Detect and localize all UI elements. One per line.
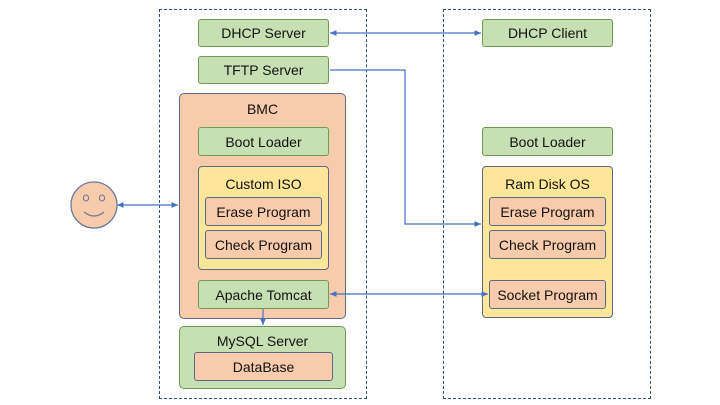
bmc-boot-loader-label: Boot Loader bbox=[225, 133, 302, 150]
database-node: DataBase bbox=[194, 352, 333, 381]
socket-program-label: Socket Program bbox=[497, 286, 598, 303]
bmc-boot-loader-node: Boot Loader bbox=[198, 127, 329, 156]
dhcp-server-label: DHCP Server bbox=[221, 25, 306, 41]
apache-tomcat-label: Apache Tomcat bbox=[215, 286, 312, 303]
socket-program-node: Socket Program bbox=[489, 280, 606, 309]
dhcp-server-node: DHCP Server bbox=[198, 19, 329, 47]
bmc-erase-program-node: Erase Program bbox=[205, 197, 322, 226]
client-check-program-label: Check Program bbox=[498, 236, 597, 253]
database-label: DataBase bbox=[232, 358, 295, 375]
smiley-face-icon bbox=[70, 181, 118, 229]
client-check-program-node: Check Program bbox=[489, 230, 606, 259]
bmc-title: BMC bbox=[246, 101, 279, 117]
client-erase-program-label: Erase Program bbox=[500, 203, 595, 220]
dhcp-client-node: DHCP Client bbox=[482, 19, 613, 47]
custom-iso-title: Custom ISO bbox=[225, 176, 302, 192]
mysql-server-title: MySQL Server bbox=[216, 333, 309, 349]
bmc-erase-program-label: Erase Program bbox=[216, 203, 311, 220]
bmc-check-program-node: Check Program bbox=[205, 230, 322, 259]
ram-disk-os-title: Ram Disk OS bbox=[505, 176, 590, 192]
client-boot-loader-node: Boot Loader bbox=[482, 127, 613, 156]
tftp-server-node: TFTP Server bbox=[198, 56, 329, 84]
client-erase-program-node: Erase Program bbox=[489, 197, 606, 226]
tftp-server-label: TFTP Server bbox=[223, 62, 304, 78]
bmc-check-program-label: Check Program bbox=[214, 236, 313, 253]
dhcp-client-label: DHCP Client bbox=[507, 25, 588, 41]
client-boot-loader-label: Boot Loader bbox=[509, 133, 586, 150]
apache-tomcat-node: Apache Tomcat bbox=[198, 280, 329, 309]
